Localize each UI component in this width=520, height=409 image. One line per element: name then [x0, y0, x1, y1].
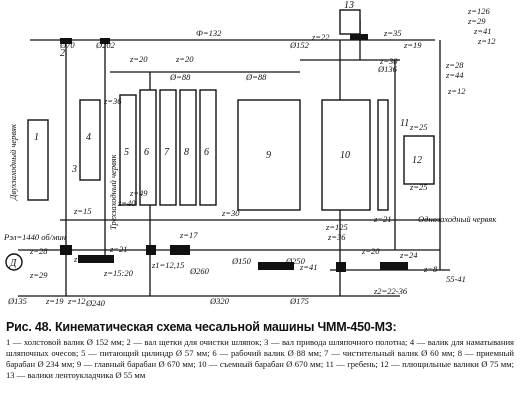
- element-1-lap-roller: [27, 119, 49, 201]
- motor-speed-label: Pэл=1440 об/мин: [3, 232, 66, 242]
- z-label: z=36: [103, 96, 122, 106]
- z-label: z=41: [473, 26, 492, 36]
- element-11-comb: [377, 99, 389, 211]
- worm-label-left: Двухзаходный червяк: [8, 123, 18, 201]
- motor-symbol: Д: [9, 258, 17, 269]
- z-label: z=35: [383, 28, 402, 38]
- z-label: z=36: [327, 232, 346, 242]
- z-label: z2=22-36: [373, 286, 408, 296]
- z-label: z=8: [423, 264, 438, 274]
- gear-block: [60, 38, 72, 44]
- label-8: 8: [184, 147, 189, 158]
- z-label: z=20: [129, 54, 148, 64]
- label-13: 13: [344, 0, 354, 11]
- dim-label: Ø135: [7, 296, 27, 306]
- gear-block: [60, 245, 72, 255]
- element-10-doffer: [321, 99, 371, 211]
- figure-caption: Рис. 48. Кинематическая схема чесальной …: [6, 320, 514, 381]
- label-6a: 6: [144, 147, 149, 158]
- z-label: z=24: [399, 250, 418, 260]
- z-label: z=29: [467, 16, 486, 26]
- dim-label: Ø150: [231, 256, 252, 266]
- z-label: z=20: [175, 54, 194, 64]
- element-5-feed-cylinder: [119, 94, 137, 206]
- z-label: z=30: [221, 208, 240, 218]
- label-5: 5: [124, 147, 129, 158]
- z-label: z=21: [109, 244, 128, 254]
- z-label: z=44: [445, 70, 464, 80]
- label-1: 1: [34, 132, 39, 143]
- element-9-main-cylinder: [237, 99, 301, 211]
- dim-label: Ø260: [189, 266, 210, 276]
- z-label: z=25: [409, 182, 428, 192]
- dim-label: Ø=88: [169, 72, 191, 82]
- worm-label-right: Однозаходный червяк: [418, 214, 497, 224]
- gear-block: [170, 245, 190, 255]
- dim-label: Ø202: [95, 40, 116, 50]
- label-3: 3: [71, 164, 77, 175]
- caption-title: Рис. 48. Кинематическая схема чесальной …: [6, 320, 397, 334]
- z-label: z=15: [73, 206, 92, 216]
- z-label: z=19: [45, 296, 64, 306]
- dim-label: Ø250: [285, 256, 306, 266]
- z-label: z=126: [467, 6, 491, 16]
- z-label: z=17: [179, 230, 198, 240]
- label-4: 4: [86, 132, 91, 143]
- element-13-coiler-rollers: [339, 9, 361, 35]
- z-label: z=12: [477, 36, 496, 46]
- z-label: z=125: [325, 222, 348, 232]
- electric-motor: [5, 253, 23, 271]
- label-2: 2: [60, 48, 65, 59]
- z-label: z=49: [129, 188, 148, 198]
- element-6-second-worker-roller: [199, 89, 217, 206]
- z-label: z=20: [361, 246, 380, 256]
- dim-label: Ø70: [59, 40, 75, 50]
- dim-label: Ø=88: [245, 72, 267, 82]
- z-label: z=19: [403, 40, 422, 50]
- dim-label: Ø175: [289, 296, 309, 306]
- z-label: z=28: [445, 60, 464, 70]
- z-label: z1=12,15: [151, 260, 184, 270]
- z-label: z=25: [409, 122, 428, 132]
- element-6-worker-roller: [139, 89, 157, 206]
- dim-label: Ø320: [209, 296, 230, 306]
- element-8-licker-in: [179, 89, 197, 206]
- z-label: z=18: [73, 254, 92, 264]
- element-7-stripper-roller: [159, 89, 177, 206]
- z-label: z=22: [311, 32, 330, 42]
- dim-label: Ø240: [85, 298, 106, 308]
- label-7: 7: [164, 147, 170, 158]
- label-12: 12: [412, 155, 422, 166]
- dim-label: Ф=132: [196, 28, 222, 38]
- caption-body: 1 — холстовой валик Ø 152 мм; 2 — вал ще…: [6, 337, 514, 380]
- gear-block: [380, 262, 408, 270]
- label-6b: 6: [204, 147, 209, 158]
- z-label: z=40: [117, 198, 136, 208]
- z-label: 55-41: [446, 274, 466, 284]
- z-label: z=29: [29, 270, 48, 280]
- element-12-calender-rollers: [403, 135, 435, 185]
- dim-label: Ø136: [377, 64, 398, 74]
- gear-block: [146, 245, 156, 255]
- gear-block: [258, 262, 294, 270]
- gear-block: [336, 262, 346, 272]
- z-label: z=21: [373, 214, 392, 224]
- label-9: 9: [266, 150, 271, 161]
- z-label: z=12: [67, 296, 86, 306]
- label-10: 10: [340, 150, 350, 161]
- z-label: z=30: [379, 56, 398, 66]
- label-11: 11: [400, 118, 409, 129]
- z-label: z=41: [299, 262, 318, 272]
- dim-label: Ø152: [289, 40, 310, 50]
- z-label: z=15:20: [103, 268, 134, 278]
- gear-block: [350, 34, 368, 40]
- z-label: z=28: [29, 246, 48, 256]
- worm-label-mid: Трехзаходный червяк: [108, 153, 118, 230]
- element-4-flat-stripping-roller: [79, 99, 101, 181]
- gear-block: [78, 255, 114, 263]
- kinematic-diagram: 1 2 3 4 5 6 7 8 6 9 10 11 12 13 Д Двухза…: [3, 0, 497, 308]
- z-label: z=12: [447, 86, 466, 96]
- gear-block: [100, 38, 110, 44]
